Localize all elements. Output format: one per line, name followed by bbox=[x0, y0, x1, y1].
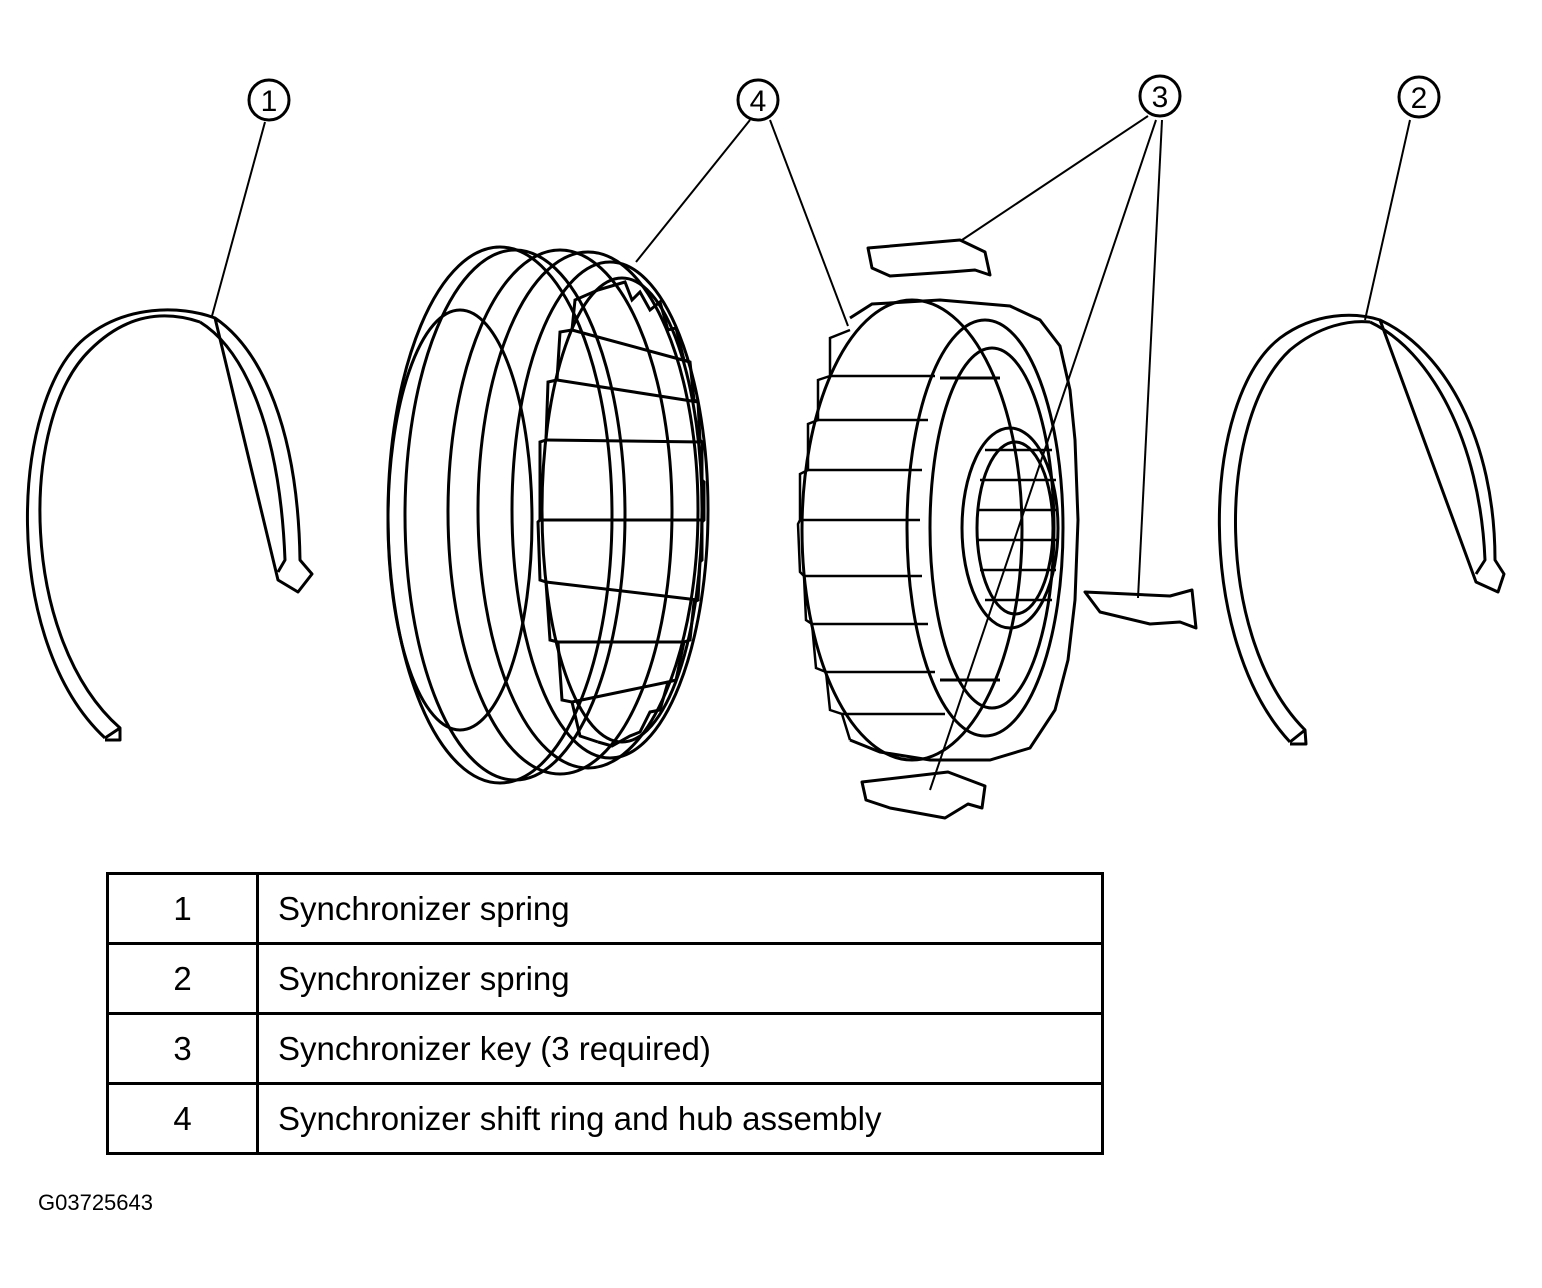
figure-id: G03725643 bbox=[38, 1190, 153, 1215]
synchronizer-spring-left bbox=[26, 308, 314, 742]
legend-number: 3 bbox=[106, 1012, 259, 1085]
legend-description: Synchronizer spring bbox=[256, 872, 1104, 945]
legend-description: Synchronizer spring bbox=[256, 942, 1104, 1015]
synchronizer-spring-right bbox=[1217, 313, 1506, 746]
callout-4: 4 bbox=[736, 78, 780, 122]
callout-2: 2 bbox=[1397, 75, 1441, 119]
synchronizer-key-right bbox=[1083, 588, 1198, 630]
synchronizer-keys bbox=[860, 238, 1198, 820]
table-row: 4 Synchronizer shift ring and hub assemb… bbox=[106, 1082, 1104, 1155]
legend-description: Synchronizer key (3 required) bbox=[256, 1012, 1104, 1085]
svg-text:3: 3 bbox=[1152, 81, 1169, 114]
legend-description: Synchronizer shift ring and hub assembly bbox=[256, 1082, 1104, 1155]
synchronizer-hub bbox=[796, 298, 1080, 762]
legend-number: 4 bbox=[106, 1082, 259, 1155]
exploded-view-illustration: 1 4 3 2 bbox=[26, 74, 1506, 820]
svg-text:1: 1 bbox=[261, 85, 278, 118]
parts-legend-table: 1 Synchronizer spring 2 Synchronizer spr… bbox=[106, 872, 1104, 1155]
leader-lines bbox=[211, 115, 1411, 791]
svg-text:4: 4 bbox=[750, 85, 767, 118]
legend-number: 1 bbox=[106, 872, 259, 945]
callout-3: 3 bbox=[1138, 74, 1182, 118]
legend-number: 2 bbox=[106, 942, 259, 1015]
table-row: 3 Synchronizer key (3 required) bbox=[106, 1012, 1104, 1085]
table-row: 1 Synchronizer spring bbox=[106, 872, 1104, 945]
synchronizer-shift-ring bbox=[386, 245, 710, 785]
callout-1: 1 bbox=[247, 78, 291, 122]
svg-text:2: 2 bbox=[1411, 82, 1428, 115]
synchronizer-key-top bbox=[866, 238, 992, 278]
synchronizer-key-bottom bbox=[860, 770, 987, 820]
table-row: 2 Synchronizer spring bbox=[106, 942, 1104, 1015]
